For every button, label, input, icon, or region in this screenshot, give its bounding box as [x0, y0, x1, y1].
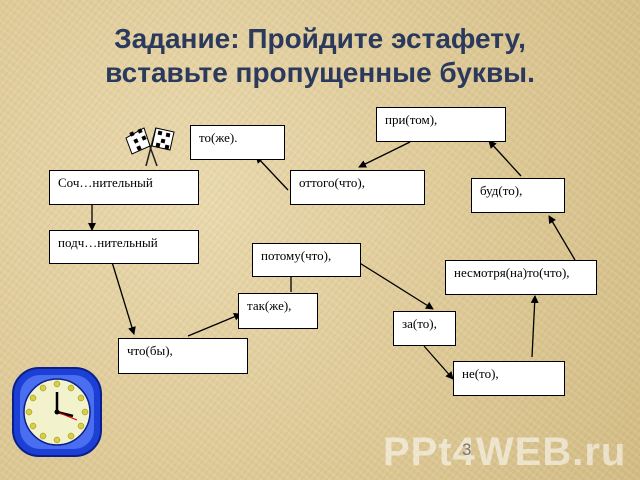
- box-takzhe: так(же),: [238, 293, 318, 329]
- slide-title: Задание: Пройдите эстафету, вставьте про…: [0, 22, 640, 90]
- title-line-2: вставьте пропущенные буквы.: [105, 57, 535, 88]
- box-ottogo: оттого(что),: [290, 170, 425, 205]
- arrow-zato-to-neto: [423, 345, 454, 380]
- box-potomu: потому(что),: [252, 243, 361, 277]
- arrow-potomu-to-zato: [357, 261, 434, 310]
- box-pritom: при(том),: [376, 107, 506, 142]
- arrow-budto-to-pritom: [488, 140, 522, 177]
- arrow-nesmotrya-to-budto: [548, 215, 576, 261]
- box-chtoby: что(бы),: [118, 338, 248, 374]
- arrow-chtoby-to-takzhe: [187, 312, 242, 337]
- box-nesmotrya: несмотря(на)то(что),: [445, 260, 597, 295]
- watermark: PPt4WEB.ru: [383, 430, 627, 474]
- box-budto: буд(то),: [471, 178, 565, 213]
- box-zato: за(то),: [393, 311, 456, 346]
- arrow-neto-to-nesmotrya: [530, 295, 539, 358]
- box-tozhe: то(же).: [190, 125, 285, 160]
- arrow-podch-to-chtoby: [111, 261, 136, 335]
- arrow-pritom-to-ottogo: [358, 141, 411, 168]
- clock-icon: [12, 367, 102, 457]
- title-line-1: Задание: Пройдите эстафету,: [114, 23, 526, 54]
- box-neto: не(то),: [453, 361, 565, 396]
- arrow-ottogo-to-tozhe: [255, 155, 289, 191]
- box-soch: Соч…нительный: [49, 170, 199, 205]
- page-number: 3: [462, 440, 472, 459]
- box-podch: подч…нительный: [49, 230, 199, 264]
- checkered-flags-icon: [125, 127, 175, 167]
